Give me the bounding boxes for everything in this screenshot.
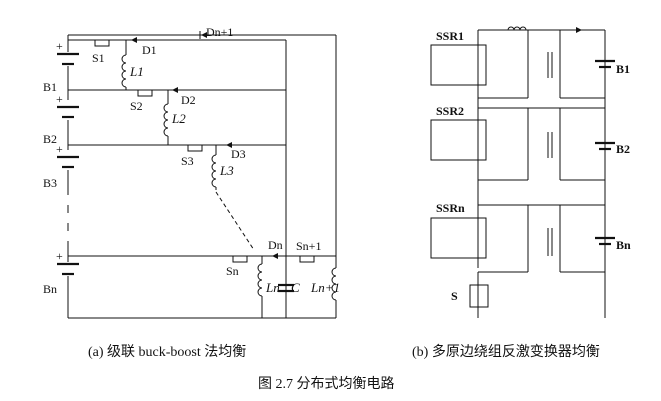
label-rbn: Bn — [616, 238, 631, 252]
label-dn: Dn — [268, 238, 283, 252]
label-ssr1: SSR1 — [436, 29, 464, 43]
cascade-buck-boost-circuit: + + + + B1 B2 B3 Bn Dn+1 — [43, 25, 340, 319]
svg-text:+: + — [56, 92, 63, 106]
label-ssr2: SSR2 — [436, 104, 464, 118]
label-s2: S2 — [130, 99, 143, 113]
label-b3: B3 — [43, 176, 57, 190]
label-c: C — [291, 280, 300, 295]
battery-bn: + — [56, 249, 79, 276]
label-rb2: B2 — [616, 142, 630, 156]
label-d3: D3 — [231, 147, 246, 161]
multi-winding-flyback-circuit: SSR1 B1 SSR2 B2 SSRn — [430, 26, 631, 318]
label-s3: S3 — [181, 154, 194, 168]
svg-text:+: + — [56, 39, 63, 53]
label-s1: S1 — [92, 51, 105, 65]
label-d1: D1 — [142, 43, 157, 57]
label-ln1: Ln+1 — [310, 280, 340, 295]
svg-text:+: + — [56, 142, 63, 156]
label-sn1: Sn+1 — [296, 239, 321, 253]
battery-b3: + — [56, 142, 79, 169]
label-ssrn: SSRn — [436, 201, 465, 215]
caption-a: (a) 级联 buck-boost 法均衡 — [88, 344, 246, 360]
label-l1: L1 — [129, 64, 144, 79]
label-b1: B1 — [43, 80, 57, 94]
svg-text:+: + — [56, 249, 63, 263]
battery-b1: + — [56, 39, 79, 66]
label-sn: Sn — [226, 264, 239, 278]
figure-caption: 图 2.7 分布式均衡电路 — [258, 376, 395, 392]
label-l2: L2 — [171, 111, 186, 126]
label-dn1: Dn+1 — [206, 25, 233, 39]
label-s: S — [451, 289, 458, 303]
label-bn: Bn — [43, 282, 57, 296]
battery-b2: + — [56, 92, 79, 119]
caption-b: (b) 多原边绕组反激变换器均衡 — [412, 343, 600, 360]
label-ln: Ln — [265, 280, 280, 295]
label-rb1: B1 — [616, 62, 630, 76]
label-b2: B2 — [43, 132, 57, 146]
label-l3: L3 — [219, 163, 234, 178]
label-d2: D2 — [181, 93, 196, 107]
